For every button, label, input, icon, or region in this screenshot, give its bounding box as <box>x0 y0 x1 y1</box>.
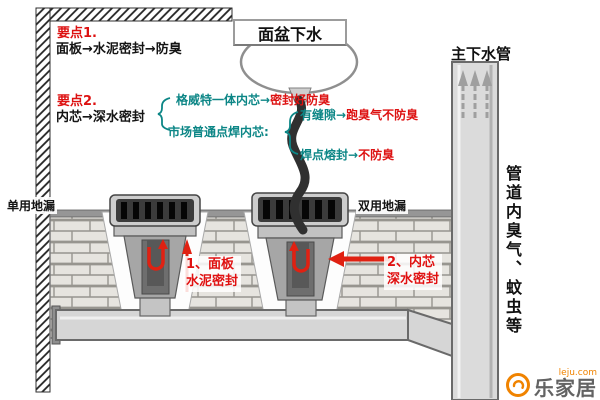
basin-drain-title-box: 面盆下水 <box>233 19 347 46</box>
odor-up-arrows-icon <box>458 70 492 118</box>
note-gap-prefix: 有缝隙→ <box>300 108 347 122</box>
note-weld-highlight: 不防臭 <box>358 148 395 162</box>
key-point-1-text: 面板→水泥密封→防臭 <box>56 42 182 57</box>
main-pipe-label: 主下水管 <box>451 45 512 63</box>
key-point-2-title: 要点2. <box>57 94 97 109</box>
water-seal-1-icon <box>147 239 168 271</box>
watermark-brand: 乐家居 <box>534 376 597 400</box>
annotation-core-seal-line1: 2、内芯 <box>387 255 436 270</box>
wash-basin <box>239 29 359 103</box>
watermark-domain: leju.com <box>558 368 597 378</box>
note-core-good-highlight: 密封好防臭 <box>270 93 331 107</box>
floor-drain-double <box>251 192 349 301</box>
horizontal-waste-pipe <box>51 305 453 358</box>
annotation-panel-seal-line1: 1、面板 <box>186 257 235 272</box>
note-weld-prefix: 焊点熔封→ <box>300 148 359 162</box>
drain-outlet-stubs <box>139 295 317 317</box>
pipe-odor-side-note: 管道内臭气、蚊虫等 <box>503 165 522 336</box>
note-core-good-prefix: 格威特一体内芯→ <box>176 93 271 107</box>
key-point-2-text: 内芯→深水密封 <box>56 110 145 125</box>
basin-waste-hose <box>287 95 310 235</box>
key-point-1-title: 要点1. <box>57 26 97 41</box>
note-gap-highlight: 跑臭气不防臭 <box>346 108 419 122</box>
note-core-good: 格威特一体内芯→密封好防臭 <box>176 91 330 108</box>
note-gap: 有缝隙→跑臭气不防臭 <box>300 106 418 123</box>
watermark: leju.com 乐家居 <box>505 369 597 398</box>
annotation-panel-seal-line2: 水泥密封 <box>186 273 239 289</box>
watermark-text: leju.com 乐家居 <box>534 368 597 400</box>
main-sewer-pipe <box>451 61 499 400</box>
leju-logo-icon <box>506 373 530 397</box>
grate-slots-icon <box>121 202 187 219</box>
annotation-core-seal: 2、内芯 深水密封 <box>384 254 443 290</box>
annotation-core-seal-line2: 深水密封 <box>387 271 440 287</box>
annotation-panel-seal: 1、面板 水泥密封 <box>183 256 242 292</box>
floor-drain-single <box>109 194 201 299</box>
note-core-common: 市场普通点焊内芯: <box>168 125 269 139</box>
note-weld: 焊点熔封→不防臭 <box>300 146 394 163</box>
annotation-braces <box>157 97 299 155</box>
water-seal-2-icon <box>289 241 310 273</box>
single-drain-label: 单用地漏 <box>5 197 58 214</box>
double-drain-label: 双用地漏 <box>356 197 409 214</box>
